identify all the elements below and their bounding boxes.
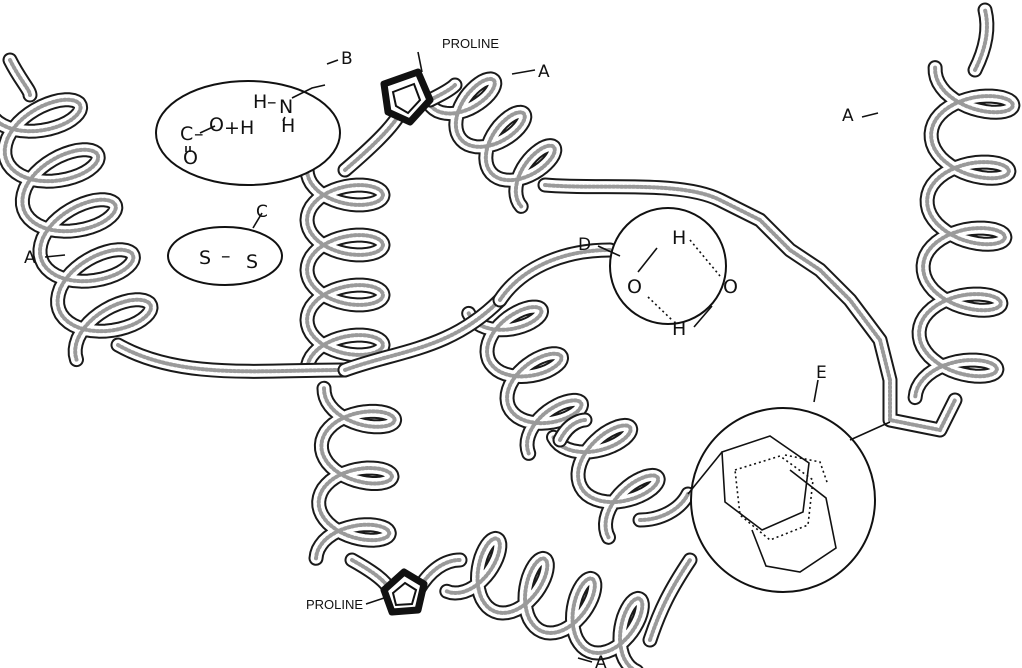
label-a-right: A [842, 106, 854, 126]
label-e: E [816, 363, 827, 383]
proline-ring-top [384, 72, 430, 122]
label-a-left: A [24, 248, 36, 268]
hydrophobic-interaction-e-enclosure [691, 408, 875, 592]
bond-b-plus: + [224, 117, 240, 139]
bond-b-dash3: – [267, 91, 277, 113]
label-a-top: A [538, 62, 550, 82]
bond-d-h1: H [672, 227, 686, 249]
bond-c-s2: S [246, 251, 258, 273]
bond-d-o1: O [627, 276, 642, 298]
bond-b-h1: H [240, 117, 254, 139]
bond-b-c: C [180, 123, 193, 145]
protein-backbone [0, 10, 1013, 668]
label-proline-top: PROLINE [442, 36, 499, 51]
label-c: C [256, 202, 268, 222]
bond-b-h-top: H [253, 91, 267, 113]
bond-c-dash: – [221, 245, 231, 267]
label-a-bottom: A [595, 653, 607, 668]
bond-b-o-top: O [209, 114, 224, 136]
bond-b-h2: H [281, 115, 295, 137]
label-b: B [341, 49, 353, 69]
hydrogen-bond-d-enclosure [610, 208, 726, 324]
label-d: D [578, 235, 591, 255]
bond-b-dash1: – [194, 123, 204, 145]
bond-d-o2: O [723, 276, 738, 298]
label-proline-bottom: PROLINE [306, 597, 363, 612]
bond-c-s1: S [199, 247, 211, 269]
bond-d-h2: H [672, 318, 686, 340]
